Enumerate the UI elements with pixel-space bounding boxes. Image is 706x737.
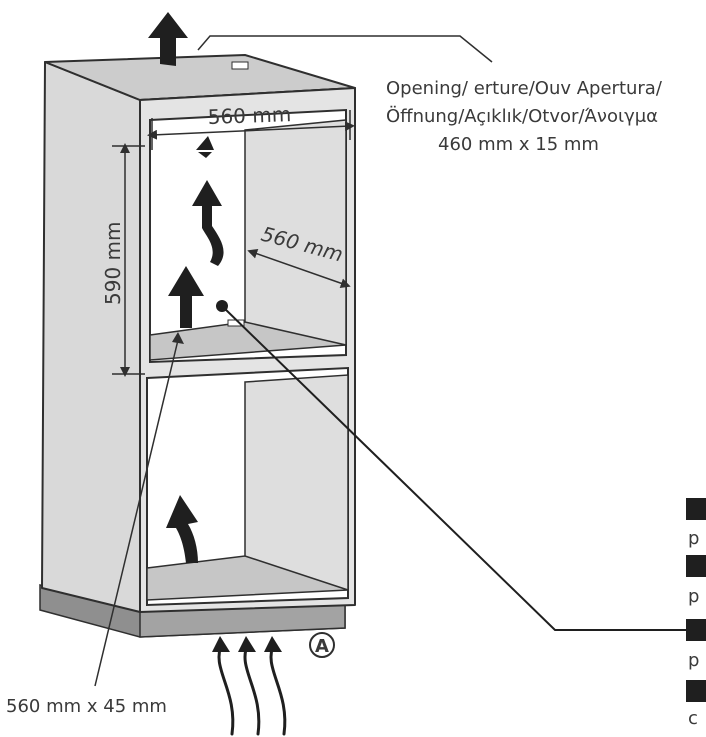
airflow-arrow-upper-2 bbox=[192, 180, 224, 266]
top-opening-pointer bbox=[197, 35, 493, 63]
height-dim-label: 590 mm bbox=[101, 222, 125, 306]
height-dimension bbox=[112, 143, 145, 377]
legend-text-2: p bbox=[688, 586, 699, 607]
airflow-arrow-lower bbox=[166, 495, 198, 563]
lower-cavity bbox=[146, 374, 349, 601]
bottom-opening-size-label: 560 mm x 45 mm bbox=[6, 696, 167, 717]
airflow-arrow-upper-1 bbox=[196, 136, 214, 158]
bottom-opening-pointer-head bbox=[172, 332, 184, 344]
legend-text-1: p bbox=[688, 528, 699, 549]
width-dim-label: 560 mm bbox=[207, 102, 291, 129]
legend-box-1 bbox=[686, 498, 706, 520]
bottom-opening-pointer bbox=[94, 339, 179, 687]
legend-box-4 bbox=[686, 680, 706, 702]
width-dimension bbox=[147, 110, 355, 150]
legend-text-4: c bbox=[688, 708, 698, 729]
marker-a-circle bbox=[309, 632, 335, 658]
top-vent-slot bbox=[231, 61, 249, 70]
legend-leader-line bbox=[221, 305, 700, 631]
top-opening-label-line1: Opening/ erture/Ouv Apertura/ bbox=[386, 78, 663, 99]
airflow-arrow-upper-3 bbox=[168, 266, 204, 328]
top-opening-label-line2: Öffnung/Açıklık/Otvor/Άνοιγμα bbox=[386, 105, 658, 127]
legend-fragments: p p p c bbox=[686, 498, 706, 729]
legend-box-2 bbox=[686, 555, 706, 577]
top-opening-size-label: 460 mm x 15 mm bbox=[438, 134, 599, 155]
depth-dimension bbox=[247, 248, 351, 289]
legend-text-3: p bbox=[688, 650, 699, 671]
marker-a-label: A bbox=[315, 636, 329, 657]
incoming-air-arrows bbox=[212, 636, 287, 736]
airflow-arrow-top bbox=[148, 12, 188, 66]
legend-box-3 bbox=[686, 619, 706, 641]
